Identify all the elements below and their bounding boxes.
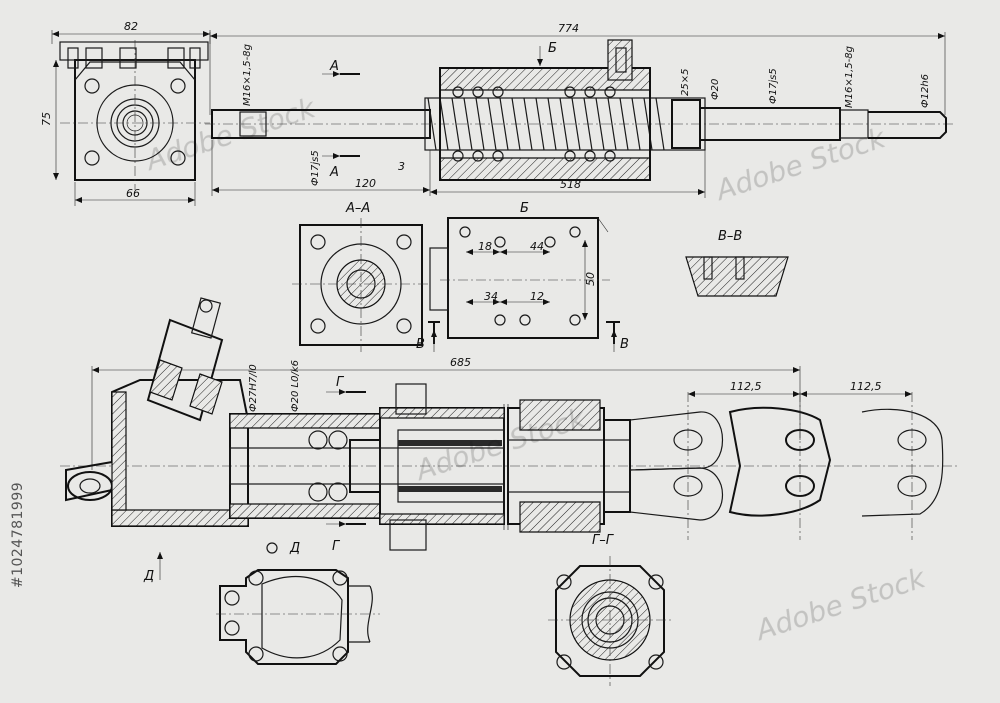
stock-id-text: #1024781999 — [10, 481, 26, 589]
watermark-text-2: Adobe Stock — [710, 121, 891, 208]
label-a-top: А — [329, 59, 339, 74]
dim-shaft-left: Ф17js5 — [310, 150, 321, 186]
view-d: Д — [216, 541, 380, 665]
dim-120: 120 — [355, 177, 376, 190]
dim-fit-1: Ф27H7/l0 — [248, 364, 259, 412]
dim-774: 774 — [558, 22, 579, 35]
dim-75: 75 — [40, 112, 53, 126]
label-b-arrow: Б — [548, 41, 557, 56]
section-gg-title: Г–Г — [592, 533, 615, 548]
dim-b-34: 34 — [484, 290, 498, 303]
label-a-bottom: А — [329, 165, 339, 180]
dim-thread-right: M16×1,5-8g — [844, 46, 855, 108]
label-d-arrow: Д — [143, 569, 154, 584]
label-g-top: Г — [336, 375, 345, 390]
dim-chamfer: 25×5 — [680, 69, 691, 96]
dim-685: 685 — [450, 356, 471, 369]
view-d-title: Д — [289, 541, 300, 556]
label-v-left: В — [416, 337, 425, 352]
section-vv-title: В–В — [718, 229, 742, 244]
view-b-title: Б — [520, 201, 529, 216]
stock-id: #1024781999 — [4, 460, 32, 610]
section-v-v: В–В — [685, 229, 789, 297]
dim-dia-20: Ф20 — [710, 79, 721, 100]
dim-b-44: 44 — [530, 240, 544, 253]
section-g-g: Г–Г — [548, 533, 672, 686]
dim-3: 3 — [398, 160, 405, 173]
label-v-right: В — [620, 337, 629, 352]
dim-518: 518 — [560, 178, 581, 191]
dim-dia-12: Ф12h6 — [920, 74, 931, 108]
section-a-a: А–А — [292, 201, 430, 352]
label-g-bottom: Г — [332, 539, 341, 554]
dim-b-18: 18 — [478, 240, 492, 253]
dim-112-5-a: 112,5 — [730, 380, 762, 393]
actuator-assembly: 685 — [60, 297, 960, 584]
dim-thread-left: M16×1,5-8g — [242, 44, 253, 106]
watermark-text-4: Adobe Stock — [750, 561, 931, 648]
dim-b-50: 50 — [584, 272, 597, 286]
dim-66: 66 — [126, 187, 140, 200]
dim-shaft-right: Ф17js5 — [768, 68, 779, 104]
section-aa-title: А–А — [345, 201, 370, 216]
screw-assembly-top: 774 А А Б M16×1,5-8g Ф1 — [205, 22, 955, 198]
end-view-top-left: 82 75 66 — [40, 20, 211, 206]
dim-b-12: 12 — [530, 290, 544, 303]
dim-112-5-b: 112,5 — [850, 380, 882, 393]
dim-82: 82 — [124, 20, 138, 33]
dim-fit-2: Ф20 L0/k6 — [290, 360, 301, 412]
view-b: Б 18 44 34 12 50 В В — [416, 201, 629, 352]
